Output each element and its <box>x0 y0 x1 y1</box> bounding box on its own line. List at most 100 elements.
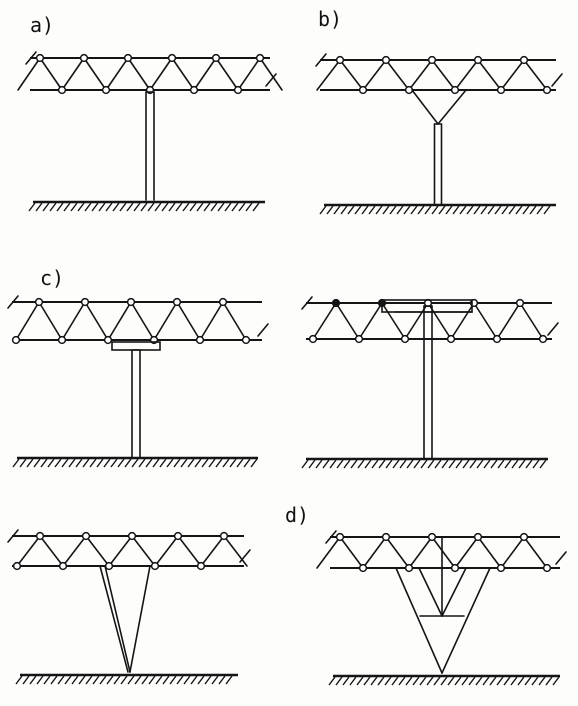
ground-hatch <box>159 458 167 468</box>
bottom-node <box>103 335 113 345</box>
diagonal-member <box>408 536 433 569</box>
bottom-node <box>12 561 22 571</box>
ground-hatch <box>168 202 176 212</box>
diagonal-member <box>523 59 548 91</box>
ground-hatch <box>35 202 43 212</box>
ground-hatch <box>455 459 463 469</box>
ground-hatch <box>431 205 439 215</box>
ground-hatch <box>33 458 41 468</box>
ground-hatch <box>454 676 462 686</box>
ground-hatch <box>389 205 397 215</box>
ground-hatch <box>210 202 218 212</box>
ground-hatch <box>424 205 432 215</box>
ground-hatch <box>328 676 336 686</box>
ground-hatch <box>141 675 149 685</box>
ground-hatch <box>238 202 246 212</box>
bottom-node <box>446 334 456 344</box>
ground-hatch <box>447 676 455 686</box>
diagonal-member <box>339 59 364 91</box>
diagonal-member <box>127 57 151 91</box>
top-node <box>335 55 345 65</box>
break-mark-right <box>547 322 559 336</box>
diagonal-member <box>496 302 521 340</box>
ground-hatch <box>231 202 239 212</box>
ground-hatch <box>26 458 34 468</box>
inner-strut-left <box>418 567 443 617</box>
top-node <box>167 53 177 63</box>
ground-hatch <box>482 676 490 686</box>
ground-hatch <box>161 202 169 212</box>
top-node <box>255 53 265 63</box>
ground-hatch <box>197 675 205 685</box>
ground-hatch <box>56 202 64 212</box>
diagonal-member <box>431 59 456 91</box>
ground-hatch <box>508 205 516 215</box>
ground-hatch <box>176 675 184 685</box>
ground-hatch <box>204 675 212 685</box>
ground-hatch <box>466 205 474 215</box>
bottom-node <box>11 335 21 345</box>
top-node <box>381 55 391 65</box>
ground-hatch <box>371 459 379 469</box>
ground-hatch <box>36 675 44 685</box>
ground-hatch <box>54 458 62 468</box>
bottom-node <box>450 563 460 573</box>
ground-hatch <box>531 676 539 686</box>
ground-hatch <box>375 205 383 215</box>
break-mark-right <box>551 73 563 87</box>
ground-hatch <box>536 205 544 215</box>
v-leg-right <box>129 565 151 673</box>
diagonal-member <box>454 59 479 91</box>
diagonal-member <box>193 57 217 91</box>
ground-hatch <box>552 676 560 686</box>
break-mark-left <box>25 51 37 65</box>
v-leg-left-outer <box>99 565 129 673</box>
ground-hatch <box>169 675 177 685</box>
ground-hatch <box>131 458 139 468</box>
diagonal-member <box>83 57 107 91</box>
ground-hatch <box>473 205 481 215</box>
ground-hatch <box>319 205 327 215</box>
inner-strut-right <box>441 567 467 617</box>
ground-hatch <box>347 205 355 215</box>
ground-hatch <box>403 205 411 215</box>
ground-hatch <box>145 458 153 468</box>
diagonal-member <box>177 535 202 567</box>
ground-hatch <box>361 205 369 215</box>
ground-hatch <box>42 202 50 212</box>
ground-hatch <box>175 202 183 212</box>
ground-hatch <box>490 459 498 469</box>
ground-hatch <box>483 459 491 469</box>
bottom-node <box>57 85 67 95</box>
ground-hatch <box>211 675 219 685</box>
ground-hatch <box>496 676 504 686</box>
diagonal-member <box>153 301 178 341</box>
bottom-node <box>542 85 552 95</box>
ground-hatch <box>225 675 233 685</box>
ground-hatch <box>532 459 540 469</box>
diagonal-member <box>500 536 525 569</box>
ground-hatch <box>77 202 85 212</box>
ground-hatch <box>448 459 456 469</box>
ground-hatch <box>329 459 337 469</box>
ground-hatch <box>510 676 518 686</box>
bottom-node <box>404 563 414 573</box>
ground-hatch <box>511 459 519 469</box>
diagonal-member <box>222 301 247 341</box>
ground-hatch <box>354 205 362 215</box>
ground-hatch <box>187 458 195 468</box>
diagonal-member <box>381 302 406 340</box>
ground-hatch <box>524 676 532 686</box>
ground-hatch <box>218 675 226 685</box>
ground-hatch <box>462 459 470 469</box>
diagonal-member <box>316 536 341 569</box>
ground-hatch <box>517 676 525 686</box>
ground-hatch <box>112 202 120 212</box>
ground-hatch <box>480 205 488 215</box>
diagonal-member <box>108 535 133 567</box>
ground-hatch <box>127 675 135 685</box>
ground-hatch <box>326 205 334 215</box>
ground-hatch <box>469 459 477 469</box>
ground-hatch <box>368 205 376 215</box>
